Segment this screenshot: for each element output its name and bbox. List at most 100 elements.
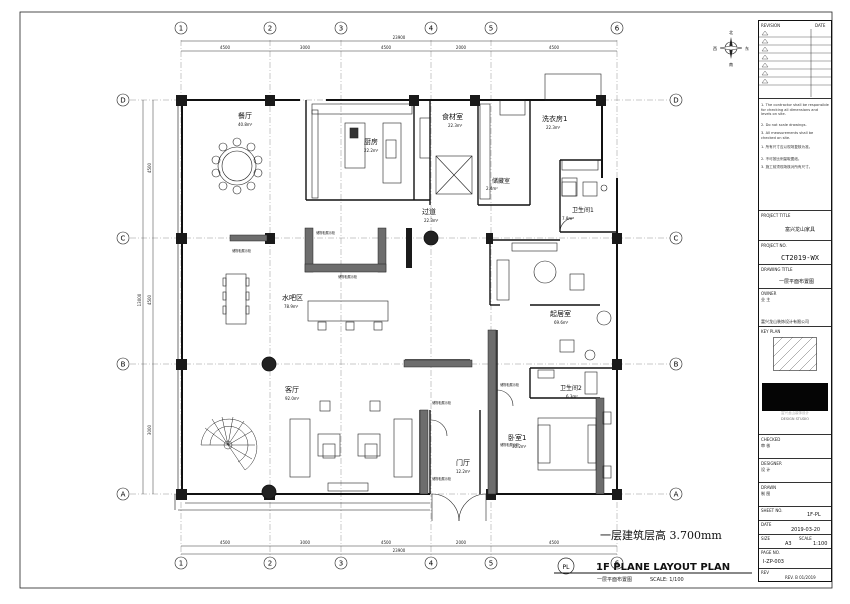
kitchen-fixtures	[311, 103, 413, 199]
revision-date-label: DATE	[815, 23, 826, 28]
project-no-label: PROJECT NO.	[761, 243, 787, 248]
page-no: I-ZP-003	[763, 559, 784, 565]
firm-logo-line-1: 富兴龙山装饰设计	[781, 411, 809, 415]
project-no: CT2019-WX	[781, 254, 819, 262]
page-no-section: PAGE NO. I-ZP-003	[759, 549, 831, 569]
date: 2019-03-20	[791, 527, 821, 533]
room-label-corridor: 过道	[422, 207, 436, 216]
room-area-pantry: 22.3m²	[448, 123, 463, 128]
firm-logo-panel	[762, 383, 828, 411]
room-label-bar: 水吧区	[282, 293, 303, 302]
dimension-lines	[142, 40, 617, 555]
rev: REV. B 01/2019	[785, 575, 816, 580]
note-1: 1. The contractor shall be responsible f…	[761, 103, 829, 116]
compass-north: 北	[729, 29, 733, 35]
note-4: 1. 所有尺寸应以现场复核为准。	[761, 145, 813, 149]
sheet-border	[19, 11, 833, 589]
room-label-pantry: 食材室	[442, 112, 463, 121]
grid-row-a-right: A	[674, 491, 679, 499]
note-3: 3. All measurements shall be checked on …	[761, 131, 814, 140]
grid-row-b-right: B	[674, 361, 679, 369]
project-title: 富兴龙山家具	[785, 227, 816, 233]
revision-label: REVISION	[761, 23, 781, 28]
drawing-title-section: DRAWING TITLE 一层平面布置图	[759, 265, 831, 289]
scale: 1:100	[813, 541, 828, 547]
key-plan-section: KEY PLAN 富兴龙山装饰设计 DESIGN STUDIO	[759, 327, 831, 435]
room-area-bedroom: 30.2m²	[512, 444, 527, 449]
grid-col-5-top: 5	[489, 25, 493, 33]
dim-bottom-total: 23900	[393, 548, 406, 553]
grid-col-4-top: 4	[429, 25, 434, 33]
compass-rose: 北 南 西 东	[713, 29, 749, 67]
grid-row-c-right: C	[674, 235, 679, 243]
date-label: DATE	[761, 522, 772, 527]
grid-col-1-top: 1	[179, 25, 183, 33]
checked-section: CHECKED 审 核	[759, 435, 831, 459]
dim-bottom-seg-3: 4500	[381, 540, 392, 545]
drawn: 制 图	[761, 491, 771, 496]
designer: 设 计	[761, 467, 771, 472]
title-block: REVISION DATE 1. The contract	[758, 20, 832, 582]
entry-doors	[430, 217, 575, 522]
dim-bottom-seg-5: 4500	[549, 540, 560, 545]
revision-rows	[759, 29, 831, 97]
owner-section: OWNER 业 主 富兴龙山装饰设计有限公司	[759, 289, 831, 327]
cabinet-label-2: 储物柜展示柜	[338, 274, 358, 279]
revision-table: REVISION DATE	[759, 21, 831, 99]
scale-label: SCALE	[799, 536, 812, 541]
dim-left-seg-2: 4500	[147, 294, 152, 305]
grid-col-6-bottom: 6	[615, 560, 620, 568]
dim-bottom-seg-4: 2000	[456, 540, 467, 545]
plan-subtitle-cn: 一层平面布置图	[597, 576, 632, 583]
room-area-bath2: 6.3m²	[566, 394, 578, 399]
size: A3	[785, 541, 792, 547]
size-scale-section: SIZE A3 SCALE 1:100	[759, 535, 831, 549]
dim-top-seg-4: 2000	[456, 45, 467, 50]
compass-west: 西	[713, 46, 717, 51]
grid-row-d-left: D	[120, 97, 125, 105]
key-plan-hatch	[773, 337, 817, 371]
date-section: DATE 2019-03-20	[759, 521, 831, 535]
dim-top-total: 23900	[393, 35, 406, 40]
room-area-living: 92.0m²	[285, 396, 300, 401]
dining-table	[211, 137, 263, 195]
project-title-label: PROJECT TITLE	[761, 213, 791, 218]
rev-section: REV REV. B 01/2019	[759, 569, 831, 581]
dim-top-seg-5: 4500	[549, 45, 560, 50]
room-label-sitting: 起居室	[550, 309, 571, 318]
room-label-laundry: 洗衣房1	[542, 114, 567, 123]
cabinet-labels: 储物柜展示柜 储物柜展示柜 储物柜展示柜 储物柜展示柜 储物柜展示柜 储物柜展示…	[232, 230, 520, 481]
grid-row-a-left: A	[121, 491, 126, 499]
room-area-kitchen: 22.2m²	[364, 148, 379, 153]
drawn-label: DRAWN	[761, 485, 777, 490]
room-label-bath1: 卫生间1	[572, 206, 594, 214]
room-label-foyer: 门厅	[456, 458, 470, 467]
room-label-bedroom: 卧室1	[508, 433, 526, 442]
dim-top-seg-3: 4500	[381, 45, 392, 50]
designer-section: DESIGNER 设 计	[759, 459, 831, 483]
page-no-label: PAGE NO.	[761, 550, 780, 555]
plan-title: 一层建筑层高 3.700mm PL 1F PLANE LAYOUT PLAN 一…	[554, 528, 752, 583]
room-area-bar: 78.9m²	[284, 304, 299, 309]
grid-col-4-bottom: 4	[429, 560, 434, 568]
drawing-title-label: DRAWING TITLE	[761, 267, 793, 272]
interior-walls	[305, 100, 617, 494]
compass-south: 南	[729, 61, 733, 67]
designer-firm: 富兴龙山装饰设计有限公司	[761, 319, 809, 324]
dim-bottom-seg-2: 3000	[300, 540, 311, 545]
room-label-kitchen: 厨房	[364, 137, 378, 146]
room-area-storage: 2.4m²	[486, 186, 498, 191]
grid-col-1-bottom: 1	[179, 560, 183, 568]
grid-col-3-top: 3	[339, 25, 343, 33]
project-title-section: PROJECT TITLE 富兴龙山家具	[759, 211, 831, 241]
owner: 业 主	[761, 297, 771, 302]
room-label-living: 客厅	[285, 385, 299, 394]
display-cabinets	[229, 227, 605, 495]
sitting-room-furniture	[496, 242, 612, 361]
grid-col-3-bottom: 3	[339, 560, 343, 568]
spiral-staircase	[200, 416, 258, 471]
firm-logo-line-2: DESIGN STUDIO	[780, 417, 809, 421]
checked: 审 核	[761, 443, 771, 448]
note-2: 2. Do not scale drawings.	[761, 123, 807, 127]
